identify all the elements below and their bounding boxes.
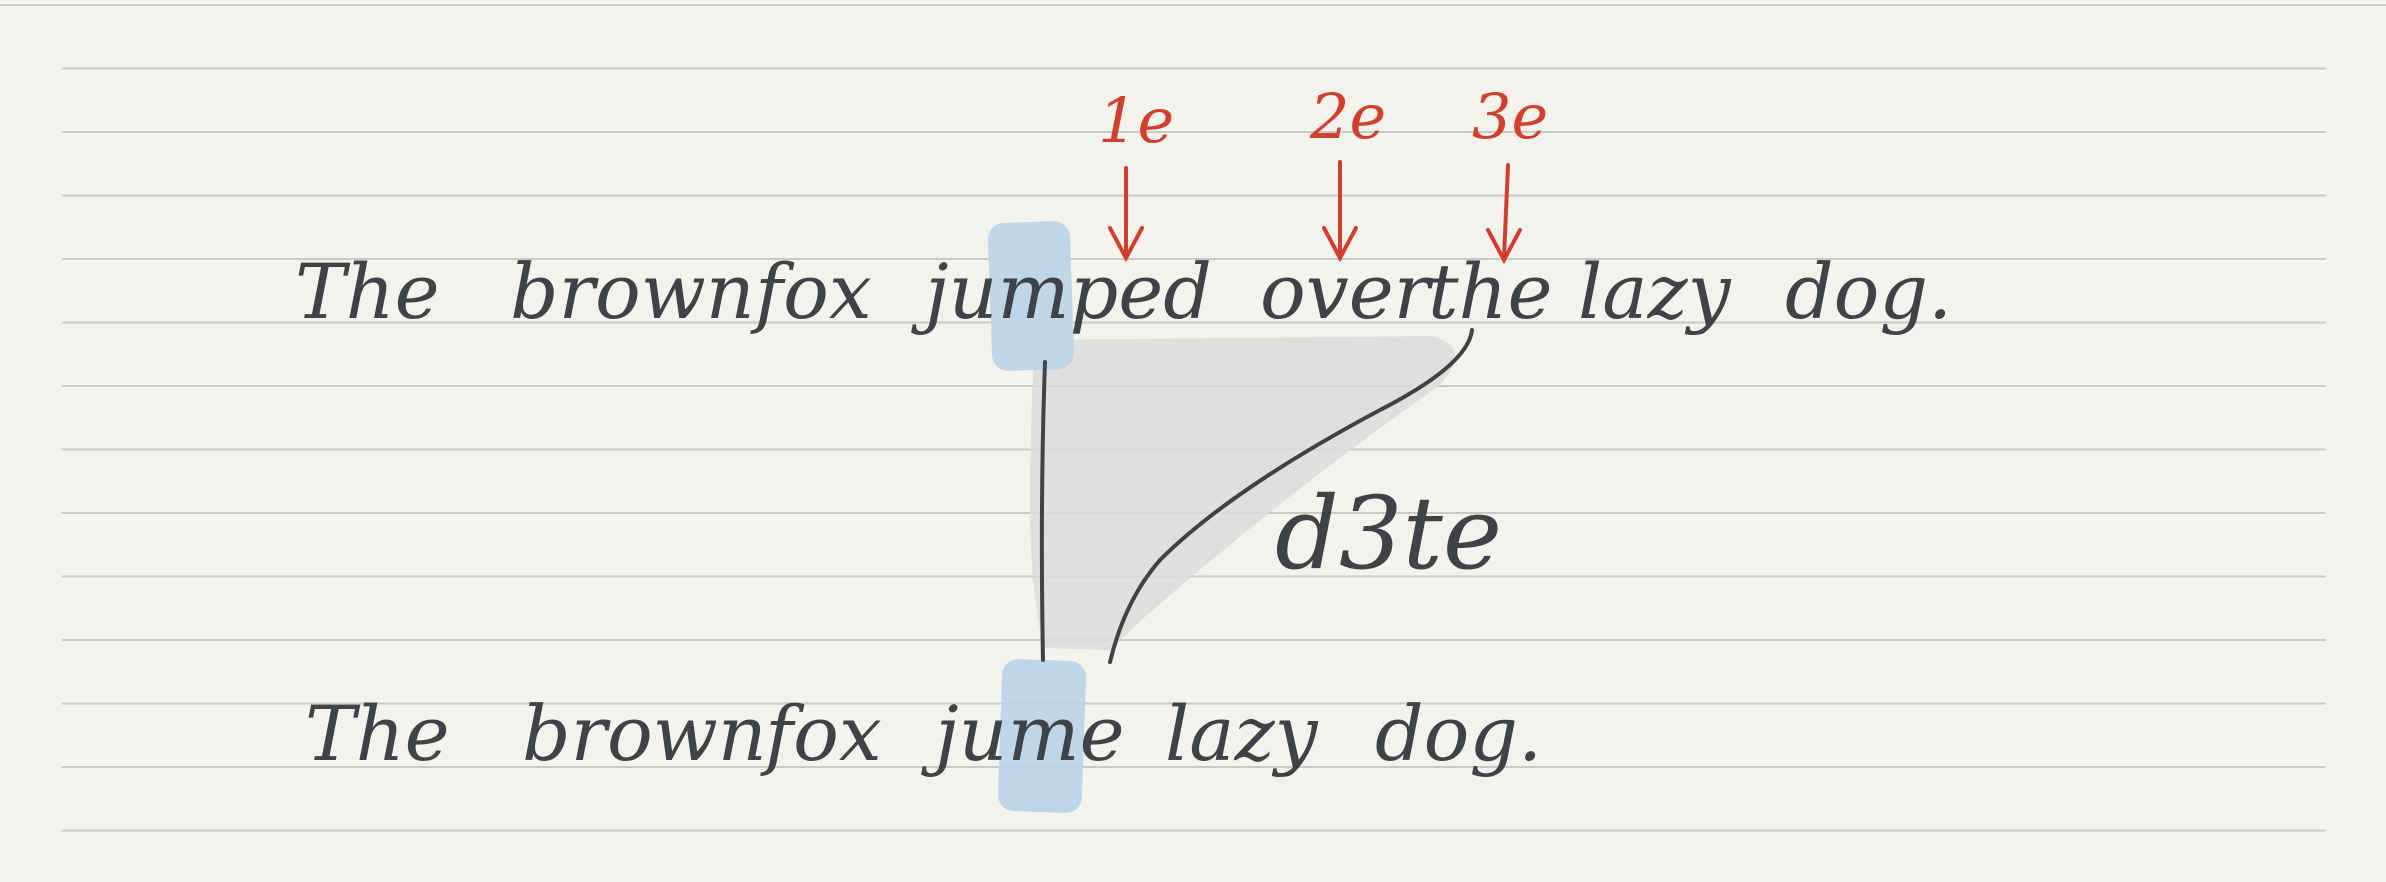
marker-label-1: 1e xyxy=(1098,84,1174,157)
marker-arrow-2 xyxy=(1322,160,1358,263)
word-original-0: The xyxy=(295,247,440,336)
cost-annotation: d3te xyxy=(1275,475,1502,592)
word-edited-5: dog. xyxy=(1375,689,1542,778)
sentence-original: The brown fox jumped over the lazy dog. xyxy=(295,247,1952,336)
sentence-edited: The brown fox jume lazy dog. xyxy=(305,689,1542,778)
word-original-4: over xyxy=(1260,247,1435,336)
marker-arrow-1 xyxy=(1108,166,1144,263)
word-edited-0: The xyxy=(305,689,450,778)
word-edited-3: jume xyxy=(921,689,1125,778)
word-edited-4: lazy xyxy=(1165,689,1319,778)
word-original-7: dog. xyxy=(1785,247,1952,336)
word-edited-1: brown xyxy=(522,689,767,778)
ruled-lines xyxy=(0,4,2386,832)
highlight-jume xyxy=(997,659,1087,813)
word-original-1: brown xyxy=(510,247,755,336)
connector-line-curve xyxy=(1108,328,1474,664)
marker-arrow-3 xyxy=(1486,163,1522,265)
connector-line-vertical xyxy=(1039,360,1047,662)
word-original-3: jumped xyxy=(911,247,1212,336)
marker-label-3: 3e xyxy=(1472,80,1548,153)
word-edited-2: fox xyxy=(760,689,882,778)
word-original-5: the xyxy=(1428,247,1552,336)
word-original-2: fox xyxy=(750,247,872,336)
highlight-jumped xyxy=(987,221,1075,371)
word-original-6: lazy xyxy=(1578,247,1732,336)
marker-label-2: 2e xyxy=(1309,80,1386,153)
edit-markers: 1e 2e 3e xyxy=(1098,80,1548,265)
